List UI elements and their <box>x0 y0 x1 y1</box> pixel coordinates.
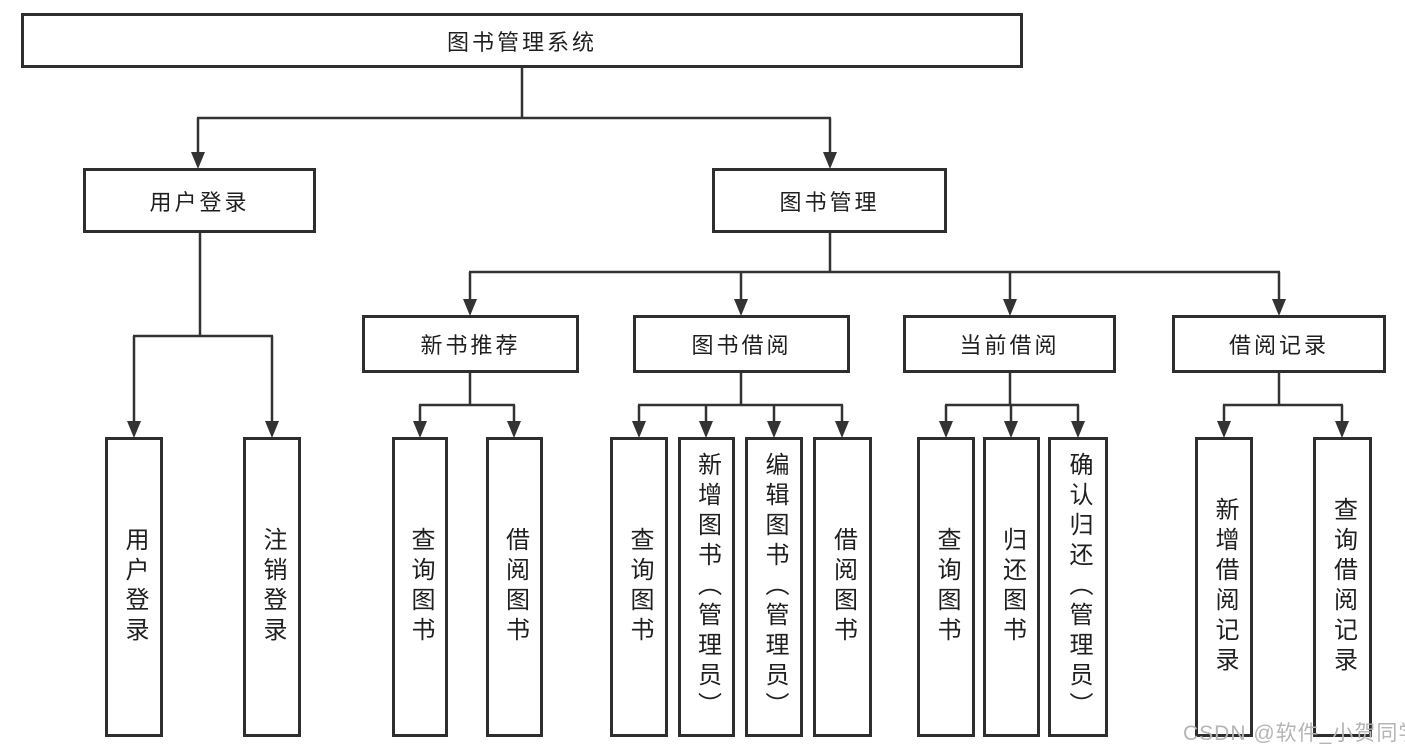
leaf-confirm-return-admin: 确认归还（管理员） <box>1048 437 1108 737</box>
node-label: 查询借阅记录 <box>1329 497 1357 677</box>
leaf-return-books: 归还图书 <box>983 437 1040 737</box>
node-label: 借阅图书 <box>501 527 529 647</box>
node-label: 查询图书 <box>933 527 960 647</box>
node-label: 当前借阅 <box>959 333 1060 358</box>
node-label: 图书管理系统 <box>446 29 597 55</box>
node-new-book-recommendation: 新书推荐 <box>362 315 579 373</box>
node-borrowing-records: 借阅记录 <box>1172 315 1386 373</box>
node-current-borrowing: 当前借阅 <box>903 315 1116 373</box>
node-label: 新增图书（管理员） <box>693 452 721 722</box>
leaf-borrow-books-recommend: 借阅图书 <box>486 437 543 737</box>
csdn-watermark: CSDN @软件_小贺同学 <box>1183 722 1405 745</box>
node-label: 查询图书 <box>407 527 434 647</box>
leaf-query-books-current: 查询图书 <box>917 437 975 737</box>
node-label: 图书管理 <box>779 189 880 215</box>
node-label: 借阅记录 <box>1228 333 1329 358</box>
node-label: 确认归还（管理员） <box>1065 452 1092 722</box>
node-user-login: 用户登录 <box>83 168 316 233</box>
leaf-query-borrow-record: 查询借阅记录 <box>1313 437 1372 737</box>
node-label: 查询图书 <box>626 527 653 647</box>
leaf-add-books-admin: 新增图书（管理员） <box>678 437 735 737</box>
leaf-edit-books-admin: 编辑图书（管理员） <box>745 437 803 737</box>
node-label: 用户登录 <box>121 527 148 647</box>
leaf-borrow-books: 借阅图书 <box>813 437 872 737</box>
node-book-management: 图书管理 <box>712 168 947 233</box>
node-label: 编辑图书（管理员） <box>761 452 788 722</box>
node-label: 归还图书 <box>998 527 1026 647</box>
leaf-logout: 注销登录 <box>243 437 301 737</box>
leaf-query-books-recommend: 查询图书 <box>392 437 448 737</box>
node-label: 新增借阅记录 <box>1211 497 1238 677</box>
node-label: 借阅图书 <box>829 527 857 647</box>
node-label: 图书借阅 <box>691 333 792 358</box>
leaf-query-books-borrowing: 查询图书 <box>610 437 668 737</box>
leaf-user-login: 用户登录 <box>105 437 163 737</box>
node-book-borrowing: 图书借阅 <box>633 315 850 373</box>
node-label: 注销登录 <box>259 527 286 647</box>
leaf-add-borrow-record: 新增借阅记录 <box>1195 437 1253 737</box>
node-library-system-root: 图书管理系统 <box>21 13 1023 68</box>
node-label: 新书推荐 <box>420 333 521 358</box>
node-label: 用户登录 <box>149 189 250 215</box>
